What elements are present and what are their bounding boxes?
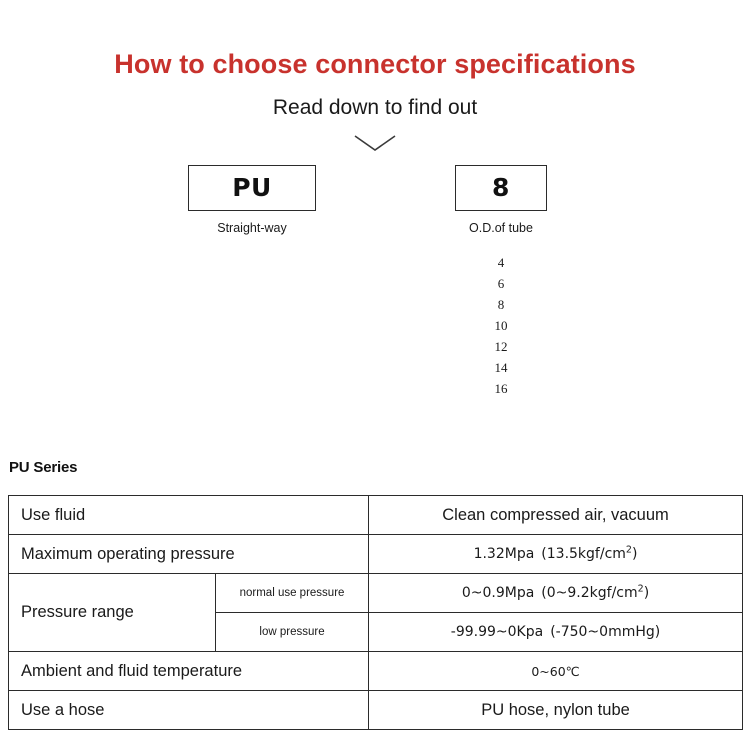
- list-item[interactable]: 12: [494, 338, 508, 354]
- list-item[interactable]: 10: [494, 317, 508, 333]
- list-item[interactable]: 4: [497, 254, 505, 270]
- series-code-group: PU Straight-way: [188, 164, 316, 236]
- page-title: How to choose connector specifications: [114, 49, 636, 79]
- table-row: Pressure range normal use pressure 0~0.9…: [8, 573, 744, 652]
- value-text: 0~0.9Mpa (0~9.2kgf/cm: [461, 585, 638, 601]
- table-row: Maximum operating pressure 1.32Mpa (13.5…: [7, 534, 744, 574]
- table-row: Use a hose PU hose, nylon tube: [7, 690, 744, 730]
- value-superscript: 2: [637, 583, 644, 595]
- row-value-ambient-temperature: 0~60℃: [368, 651, 744, 691]
- size-code-value: 8: [492, 173, 510, 203]
- spec-table-heading: PU Series: [9, 459, 78, 476]
- row-label-ambient-temperature: Ambient and fluid temperature: [7, 651, 370, 691]
- page-subtitle: Read down to find out: [272, 95, 478, 119]
- value-text-suffix: ): [631, 546, 638, 562]
- list-item[interactable]: 8: [497, 296, 505, 312]
- size-code-group: 8 O.D.of tube 4 6 8 10 12 14 16: [455, 164, 547, 399]
- list-item[interactable]: 14: [494, 359, 508, 375]
- value-text: 1.32Mpa (13.5kgf/cm: [473, 546, 626, 562]
- size-code-box[interactable]: 8: [455, 164, 547, 211]
- row-label-pressure-range: Pressure range: [8, 573, 216, 652]
- value-superscript: 2: [625, 544, 632, 556]
- size-code-caption: O.D.of tube: [469, 220, 533, 235]
- row-sublabel-low-pressure: low pressure: [214, 612, 370, 652]
- page-header: How to choose connector specifications R…: [0, 0, 750, 119]
- size-option-list: 4 6 8 10 12 14 16: [455, 236, 547, 399]
- chevron-down-icon: [354, 135, 396, 151]
- series-code-box[interactable]: PU: [188, 164, 316, 211]
- list-item[interactable]: 6: [497, 275, 505, 291]
- chevron-down-container: [0, 133, 750, 159]
- list-item[interactable]: 16: [494, 380, 508, 396]
- table-row: Ambient and fluid temperature 0~60℃: [7, 651, 744, 691]
- row-value-use-a-hose: PU hose, nylon tube: [368, 690, 744, 730]
- row-label-max-operating-pressure: Maximum operating pressure: [7, 534, 370, 574]
- row-label-use-fluid: Use fluid: [7, 495, 370, 535]
- row-label-use-a-hose: Use a hose: [7, 690, 370, 730]
- table-row: Use fluid Clean compressed air, vacuum: [7, 495, 744, 535]
- row-sublabel-normal-use-pressure: normal use pressure: [214, 573, 370, 613]
- spec-table: Use fluid Clean compressed air, vacuum M…: [7, 495, 744, 730]
- value-text-suffix: ): [643, 585, 650, 601]
- row-value-max-operating-pressure: 1.32Mpa (13.5kgf/cm2): [368, 534, 744, 574]
- row-value-normal-use-pressure: 0~0.9Mpa (0~9.2kgf/cm2): [368, 573, 744, 613]
- row-value-low-pressure: -99.99~0Kpa (-750~0mmHg): [368, 612, 744, 652]
- row-value-use-fluid: Clean compressed air, vacuum: [368, 495, 744, 535]
- series-code-value: PU: [232, 173, 272, 203]
- series-code-caption: Straight-way: [217, 220, 287, 235]
- code-selector: PU Straight-way 8 O.D.of tube 4 6 8 10 1…: [0, 164, 750, 396]
